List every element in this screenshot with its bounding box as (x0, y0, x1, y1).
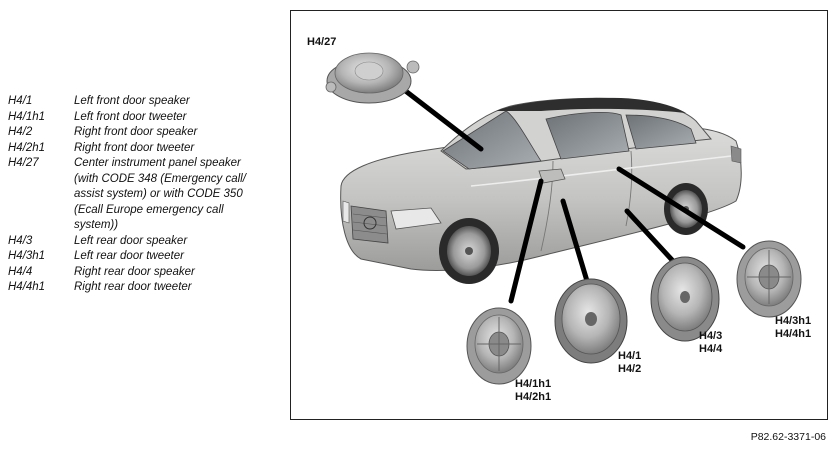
legend-desc: Center instrument panel speaker (with CO… (74, 157, 246, 231)
legend-desc: Right rear door tweeter (74, 281, 192, 293)
legend-code: H4/1h1 (8, 110, 46, 123)
rear-door-tweeter (736, 240, 802, 318)
legend-item-h4-1: H4/1 Left front door speaker (8, 94, 283, 110)
legend-code: H4/1 (8, 95, 33, 107)
legend-item-h4-2h1: H4/2h1 Right front door tweeter (8, 141, 283, 157)
legend-item-h4-1h1: H4/1h1 Left front door tweeter (8, 110, 283, 126)
legend: H4/1 Left front door speaker H4/1h1 Left… (8, 94, 283, 296)
diagram-frame: H4/27 H4/1h1 H4/2h1 H4/1 H4/2 H4/3 H4/4 … (290, 10, 828, 420)
legend-code: H4/4 (8, 265, 33, 278)
legend-desc: Right front door speaker (74, 126, 198, 138)
leader-lines (400, 86, 746, 304)
legend-code: H4/3 (8, 234, 33, 247)
center-panel-speaker (325, 52, 420, 104)
front-door-tweeter (466, 307, 532, 385)
legend-code: H4/2h1 (8, 141, 46, 154)
legend-code: H4/2 (8, 126, 33, 138)
legend-item-h4-4h1: H4/4h1 Right rear door tweeter (8, 280, 283, 296)
legend-desc: Left front door tweeter (74, 110, 187, 123)
figure-id: P82.62-3371-06 (750, 431, 826, 443)
callout-front-tweeters: H4/1h1 H4/2h1 (515, 378, 552, 403)
legend-item-h4-27: H4/27 Center instrument panel speaker (w… (8, 156, 283, 234)
front-door-speaker (554, 278, 628, 364)
legend-desc: Left rear door tweeter (74, 250, 184, 262)
legend-code: H4/4h1 (8, 281, 46, 293)
legend-code: H4/3h1 (8, 250, 46, 262)
legend-item-h4-3h1: H4/3h1 Left rear door tweeter (8, 249, 283, 265)
car-speaker-illustration (325, 52, 802, 385)
rear-door-speaker (650, 256, 720, 342)
legend-desc: Left rear door speaker (74, 234, 188, 247)
legend-desc: Right rear door speaker (74, 265, 195, 278)
legend-item-h4-4: H4/4 Right rear door speaker (8, 265, 283, 281)
callout-front-speakers: H4/1 H4/2 (618, 350, 642, 375)
callout-rear-speakers: H4/3 H4/4 (699, 330, 723, 355)
callout-center-panel-speaker: H4/27 (307, 36, 337, 48)
legend-item-h4-3: H4/3 Left rear door speaker (8, 234, 283, 250)
legend-code: H4/27 (8, 157, 39, 169)
callout-rear-tweeters: H4/3h1 H4/4h1 (775, 315, 812, 340)
legend-desc: Right front door tweeter (74, 141, 195, 154)
legend-item-h4-2: H4/2 Right front door speaker (8, 125, 283, 141)
legend-desc: Left front door speaker (74, 95, 190, 107)
